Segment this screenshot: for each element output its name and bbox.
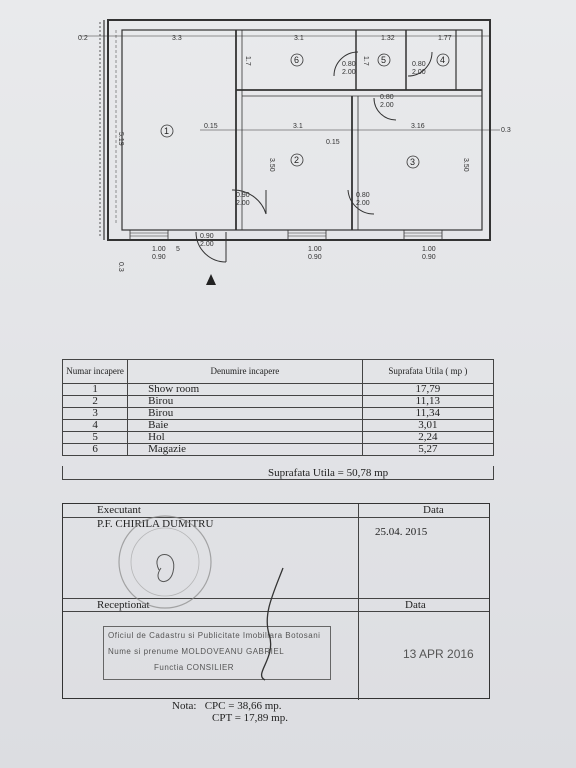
svg-text:0.80: 0.80	[380, 94, 394, 101]
table-row: 3 Birou 11,34	[61, 407, 495, 420]
notes-label: Nota:	[172, 700, 197, 712]
door-label: 0.90 2.00	[236, 192, 250, 207]
svg-text:2.00: 2.00	[412, 69, 426, 76]
door-label: 0.80 2.00	[412, 61, 426, 76]
receptionat-stamp: Oficiul de Cadastru si Publicitate Imobi…	[103, 626, 331, 680]
cpt-value: CPT = 17,89 mp.	[212, 712, 288, 724]
round-stamp-icon	[118, 515, 212, 609]
dimension-label: 5.19	[117, 132, 124, 146]
executant-header-row: Executant Data	[63, 504, 489, 518]
signature-block: Executant Data P.F. CHIRILA DUMITRU 25.0…	[62, 503, 490, 700]
executant-name: P.F. CHIRILA DUMITRU	[97, 518, 214, 530]
room-number: 2	[294, 155, 299, 165]
door-label: 0.80 2.00	[342, 61, 356, 76]
svg-text:0.90: 0.90	[152, 254, 166, 261]
receptionat-date-stamp: 13 APR 2016	[403, 647, 474, 661]
dimension-label: 0.2	[78, 35, 88, 42]
svg-text:0.80: 0.80	[356, 192, 370, 199]
dimension-label: 0.3	[117, 262, 124, 272]
column-header-area: Suprafata Utila ( mp )	[361, 359, 495, 384]
window-label: 1.00 0.90	[422, 246, 436, 261]
door-label: 0.80 2.00	[380, 94, 394, 109]
dimension-label: 0.3	[501, 127, 511, 134]
svg-text:0.90: 0.90	[236, 192, 250, 199]
svg-text:0.90: 0.90	[200, 233, 214, 240]
svg-text:2.00: 2.00	[342, 69, 356, 76]
column-header-name: Denumire incapere	[127, 359, 363, 384]
svg-text:1.00: 1.00	[152, 246, 166, 253]
data-label: Data	[405, 599, 426, 611]
svg-text:0.90: 0.90	[308, 254, 322, 261]
svg-text:2.00: 2.00	[200, 241, 214, 248]
receptionat-label: Receptionat	[97, 599, 150, 611]
door-label: 0.80 2.00	[356, 192, 370, 207]
dimension-label: 3.50	[268, 158, 275, 172]
door-label: 0.90 2.00	[200, 233, 214, 248]
table-row: 4 Baie 3,01	[61, 419, 495, 432]
room-number: 3	[410, 157, 415, 167]
area-table: Numar incapere Denumire incapere Suprafa…	[61, 359, 495, 456]
dimension-label: 3.1	[294, 35, 304, 42]
window-label: 1.00 0.90	[152, 246, 166, 261]
svg-text:2.00: 2.00	[380, 102, 394, 109]
table-row: 1 Show room 17,79	[61, 383, 495, 396]
dimension-label: 1.7	[244, 56, 251, 66]
dimension-label: 1.77	[438, 35, 452, 42]
total-area-row: Suprafata Utila = 50,78 mp	[62, 466, 494, 480]
data-label: Data	[423, 504, 444, 516]
room-number: 1	[164, 126, 169, 136]
cpc-value: CPC = 38,66 mp.	[204, 700, 282, 712]
svg-text:0.80: 0.80	[412, 61, 426, 68]
notes: Nota: CPC = 38,66 mp. CPT = 17,89 mp.	[172, 700, 288, 724]
dimension-label: 0.15	[204, 123, 218, 130]
svg-text:2.00: 2.00	[236, 200, 250, 207]
dimension-label: 1.7	[362, 56, 369, 66]
svg-text:0.90: 0.90	[422, 254, 436, 261]
svg-text:0.80: 0.80	[342, 61, 356, 68]
room-number: 4	[440, 55, 445, 65]
dimension-label: 0.15	[326, 139, 340, 146]
svg-text:2.00: 2.00	[356, 200, 370, 207]
svg-text:1.00: 1.00	[308, 246, 322, 253]
room-number: 6	[294, 55, 299, 65]
entry-number: 5	[176, 246, 180, 253]
dimension-label: 1.32	[381, 35, 395, 42]
table-row: 2 Birou 11,13	[61, 395, 495, 408]
table-row: 5 Hol 2,24	[61, 431, 495, 444]
entrance-arrow-icon	[206, 274, 216, 285]
room-number: 5	[381, 55, 386, 65]
svg-text:1.00: 1.00	[422, 246, 436, 253]
dimension-label: 3.50	[462, 158, 469, 172]
handwritten-signature-icon	[260, 567, 284, 681]
window-label: 1.00 0.90	[308, 246, 322, 261]
total-area: Suprafata Utila = 50,78 mp	[268, 467, 389, 479]
executant-date: 25.04. 2015	[375, 526, 428, 538]
dimension-label: 3.3	[172, 35, 182, 42]
table-row: 6 Magazie 5,27	[61, 443, 495, 456]
column-header-number: Numar incapere	[61, 359, 129, 384]
dimension-label: 3.16	[411, 123, 425, 130]
dimension-label: 3.1	[293, 123, 303, 130]
executant-label: Executant	[97, 504, 141, 516]
floor-plan: 1 2 3 4 5 6 0.2 3.3 3.1 1.32 1.77 5.19 0…	[78, 19, 511, 285]
receptionat-header-row: Receptionat Data	[63, 598, 489, 612]
